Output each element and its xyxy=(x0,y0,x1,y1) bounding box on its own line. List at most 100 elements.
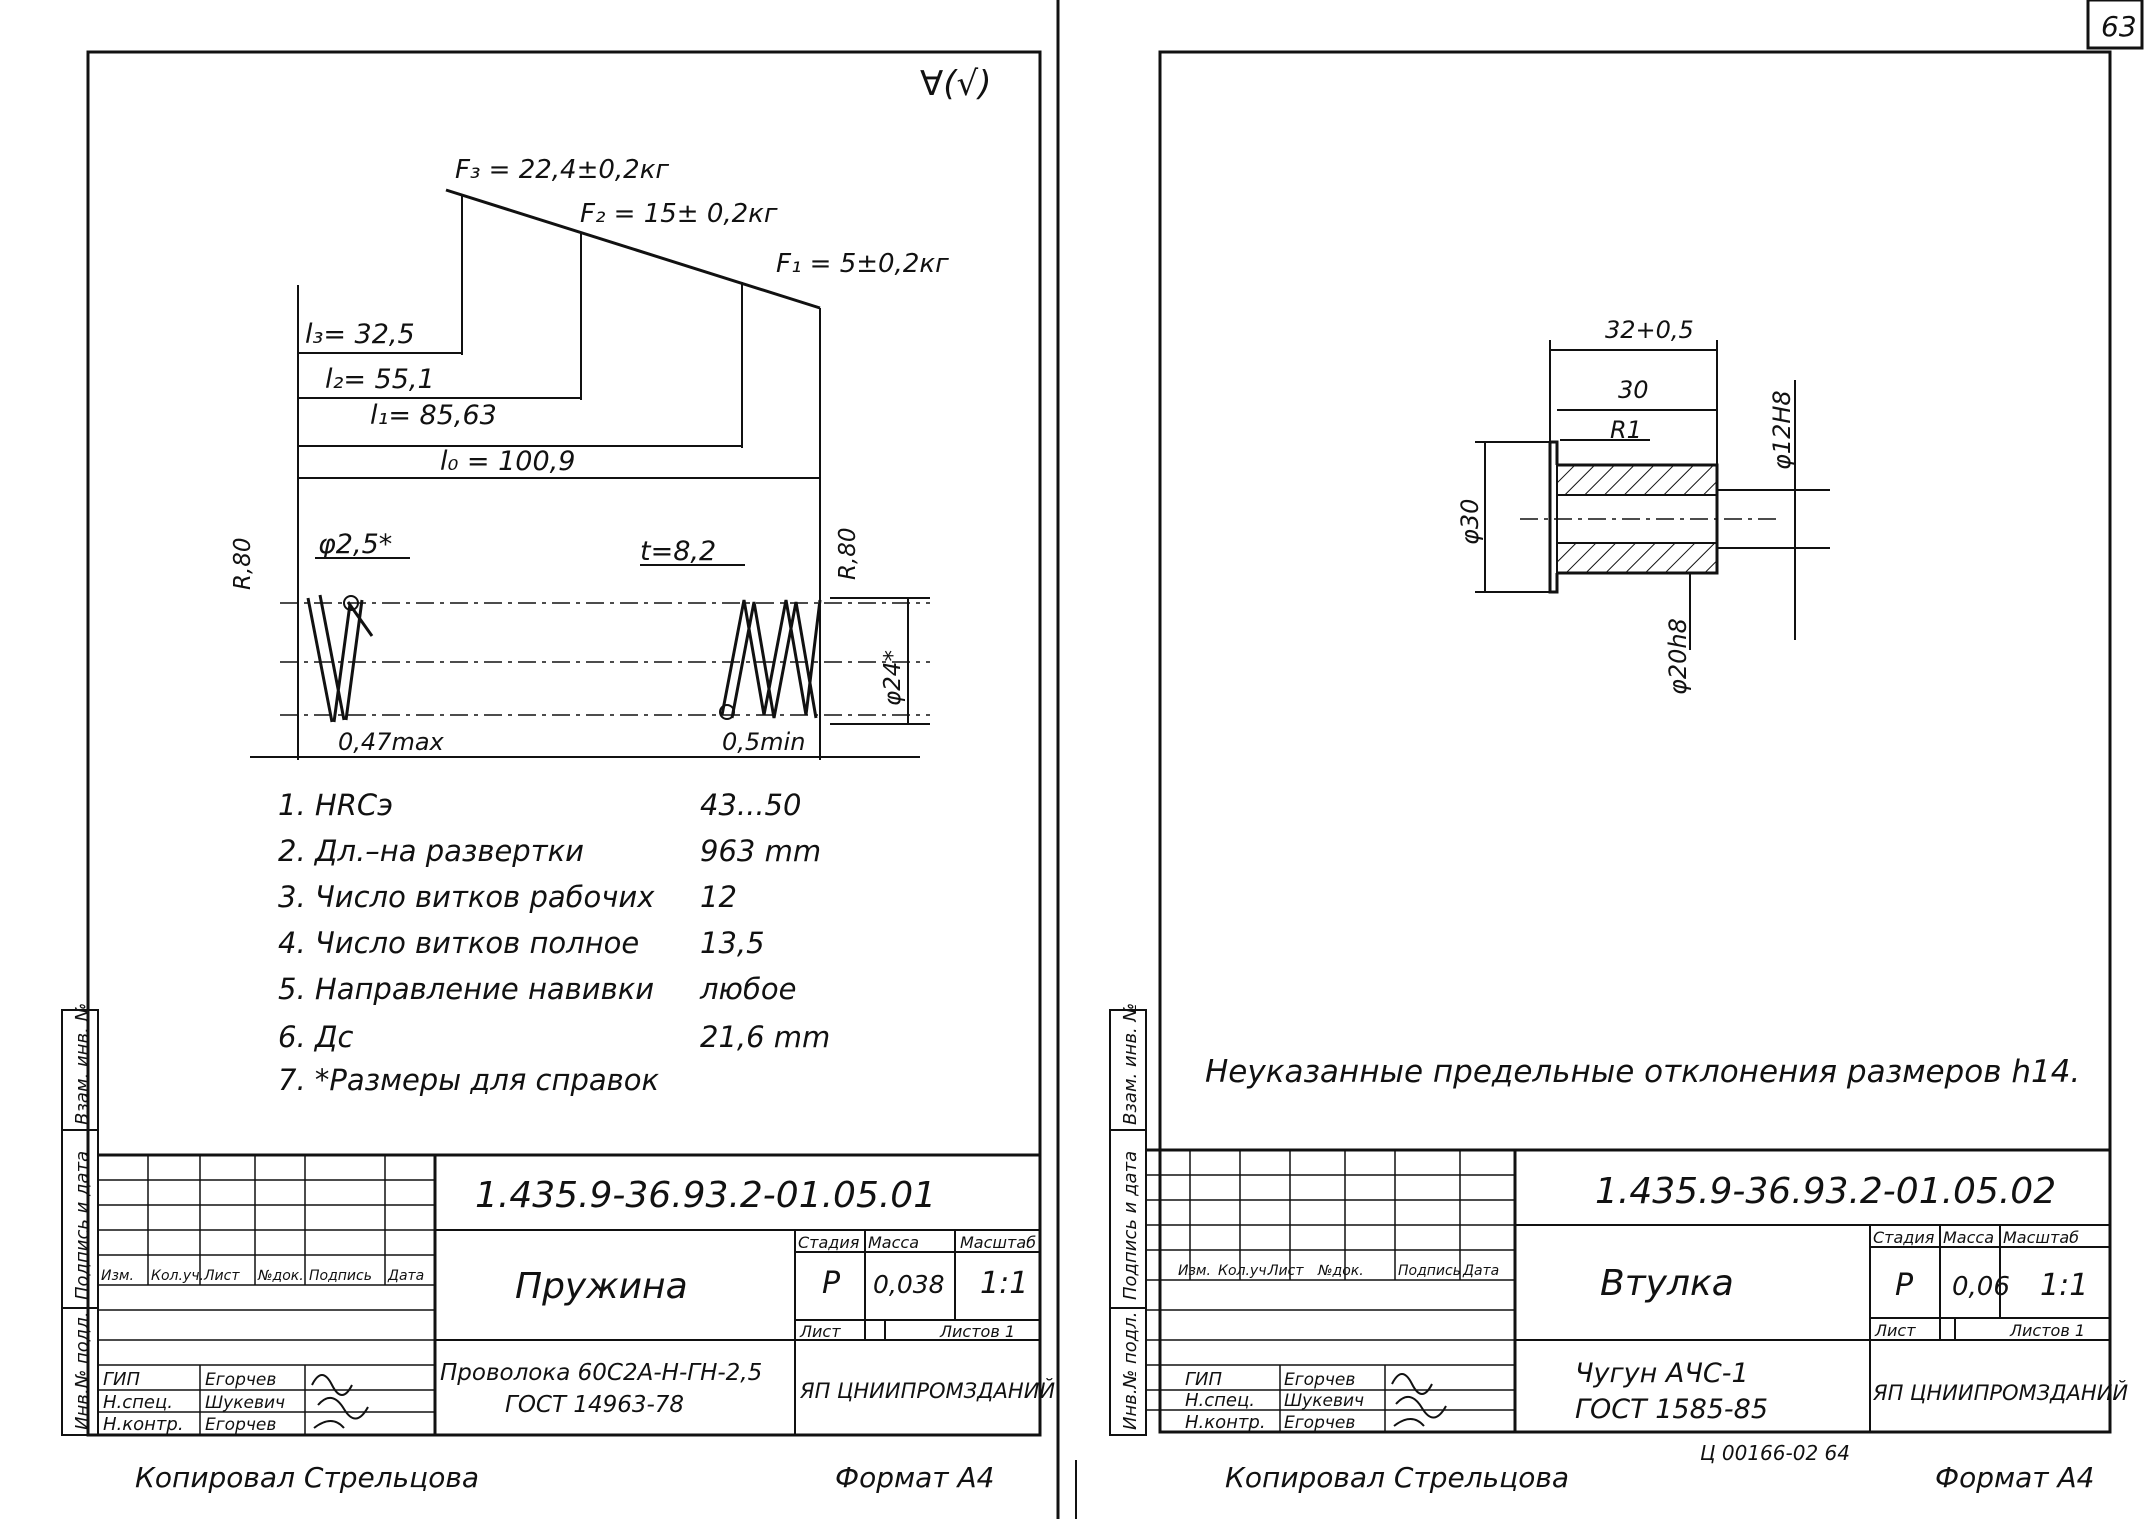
wire-diameter: φ2,5* xyxy=(318,529,392,560)
right-side-stamp: Инв.№ подл. Подпись и дата Взам. инв. № xyxy=(1109,1003,1147,1436)
sheets-label: Листов 1 xyxy=(939,1322,1015,1341)
right-sheet: 32+0,5 30 R1 φ12H8 φ30 φ20h8 Неуказанные… xyxy=(1109,50,2128,1494)
signer-1: Егорчев xyxy=(205,1370,276,1390)
hdr-mass: Масса xyxy=(868,1233,919,1252)
hdr-scale: Масштаб xyxy=(960,1233,1036,1252)
right-frame xyxy=(1158,50,2112,1434)
material-line-1: Чугун АЧС-1 xyxy=(1575,1358,1749,1389)
hdr-scale: Масштаб xyxy=(2003,1228,2079,1247)
sheet-label: Лист xyxy=(1874,1321,1916,1340)
bushing-length-total: 32+0,5 xyxy=(1605,316,1694,344)
bushing-outer-diameter: φ20h8 xyxy=(1664,618,1692,695)
col-header: Кол.уч. xyxy=(151,1268,204,1284)
page-number: 63 xyxy=(2101,10,2137,43)
hdr-mass: Масса xyxy=(1943,1228,1994,1247)
length-l3: l₃= 32,5 xyxy=(305,319,415,350)
stamp-signature-date: Подпись и дата xyxy=(1120,1151,1141,1300)
left-title-block: Изм. Кол.уч. Лист №док. Подпись Дата ГИП… xyxy=(98,1153,1055,1435)
force-f1: F₁ = 5±0,2кг xyxy=(776,249,949,279)
signer-3: Егорчев xyxy=(205,1415,276,1435)
bushing-radius: R1 xyxy=(1610,416,1642,444)
spec-value: 963 mm xyxy=(700,834,821,868)
roughness-symbol: ∀(√) xyxy=(920,64,991,104)
col-header: №док. xyxy=(257,1268,304,1284)
spec-value: 13,5 xyxy=(700,926,765,960)
stamp-vzam-inv: Взам. инв. № xyxy=(72,1003,93,1125)
spec-list: 1. HRCэ 43...50 2. Дл.–на развертки 963 … xyxy=(278,788,830,1097)
stamp-vzam-inv: Взам. инв. № xyxy=(1120,1003,1141,1125)
role-nk: Н.контр. xyxy=(1185,1412,1266,1433)
role-gip: ГИП xyxy=(1185,1369,1222,1390)
gap-right: 0,5min xyxy=(722,728,805,756)
left-frame xyxy=(86,50,1042,1437)
spec-label: 4. Число витков полное xyxy=(278,926,639,960)
bushing-length-inner: 30 xyxy=(1618,376,1649,404)
col-header: Дата xyxy=(387,1268,424,1284)
format-label: Формат А4 xyxy=(835,1461,994,1494)
bushing-flange-diameter: φ30 xyxy=(1456,499,1484,545)
spec-label: 6. Дс xyxy=(278,1020,354,1054)
left-sheet: ∀(√) F₃ = 22,4±0,2кг F₂ = 15± 0,2кг F₁ =… xyxy=(61,50,1055,1494)
signature-marks xyxy=(1391,1373,1447,1427)
sheet-label: Лист xyxy=(799,1322,841,1341)
stamp-signature-date: Подпись и дата xyxy=(72,1151,93,1300)
organization: ЯП ЦНИИПРОМЗДАНИЙ xyxy=(1872,1380,2128,1405)
length-l0: l₀ = 100,9 xyxy=(440,446,575,477)
signature-marks xyxy=(311,1374,369,1429)
spec-label: 7. *Размеры для справок xyxy=(278,1063,659,1097)
signer-2: Шукевич xyxy=(1284,1391,1364,1411)
mass-value: 0,06 xyxy=(1952,1272,2010,1302)
role-gip: ГИП xyxy=(103,1369,140,1390)
col-header: Изм. xyxy=(101,1268,134,1284)
col-header: Дата xyxy=(1462,1263,1499,1279)
organization: ЯП ЦНИИПРОМЗДАНИЙ xyxy=(799,1378,1055,1403)
length-l2: l₂= 55,1 xyxy=(325,364,435,395)
bushing-drawing xyxy=(1475,340,1830,650)
bushing-bore-diameter: φ12H8 xyxy=(1768,390,1796,470)
col-header: Лист xyxy=(1267,1263,1304,1279)
force-f2: F₂ = 15± 0,2кг xyxy=(580,199,778,229)
role-spec: Н.спец. xyxy=(103,1392,173,1413)
stamp-inv-podl: Инв.№ подл. xyxy=(1120,1312,1141,1430)
copied-by: Копировал Стрельцова xyxy=(135,1461,479,1494)
force-line xyxy=(445,188,821,310)
mass-value: 0,038 xyxy=(873,1270,945,1299)
scale-value: 1:1 xyxy=(2040,1268,2088,1303)
spec-label: 5. Направление навивки xyxy=(278,972,654,1006)
pitch: t=8,2 xyxy=(640,536,716,567)
copied-by: Копировал Стрельцова xyxy=(1225,1461,1569,1494)
outer-diameter: φ24* xyxy=(880,650,906,706)
part-name: Втулка xyxy=(1600,1263,1734,1304)
spec-label: 1. HRCэ xyxy=(278,788,393,822)
spec-value: 21,6 mm xyxy=(700,1020,830,1054)
left-side-stamp: Инв.№ подл. Подпись и дата Взам. инв. № xyxy=(61,1003,99,1436)
material-line-2: ГОСТ 14963-78 xyxy=(505,1392,684,1418)
col-header: Изм. xyxy=(1178,1263,1211,1279)
role-nk: Н.контр. xyxy=(103,1414,184,1435)
stage-value: Р xyxy=(1895,1268,1914,1303)
scale-value: 1:1 xyxy=(980,1266,1028,1301)
format-label: Формат А4 xyxy=(1935,1461,2094,1494)
part-name: Пружина xyxy=(515,1266,688,1307)
right-title-block: Изм. Кол.уч. Лист №док. Подпись Дата ГИП… xyxy=(1146,1148,2128,1433)
spring-drawing xyxy=(250,478,930,760)
role-spec: Н.спец. xyxy=(1185,1390,1255,1411)
hdr-stage: Стадия xyxy=(1873,1228,1935,1247)
sheets-label: Листов 1 xyxy=(2009,1321,2085,1340)
radius-left: R,80 xyxy=(230,537,256,590)
spec-label: 2. Дл.–на развертки xyxy=(278,834,584,868)
material-line-1: Проволока 60С2А-Н-ГН-2,5 xyxy=(440,1360,762,1386)
col-header: Лист xyxy=(203,1268,240,1284)
col-header: Кол.уч. xyxy=(1218,1263,1271,1279)
doc-code: 1.435.9-36.93.2-01.05.02 xyxy=(1595,1171,2056,1212)
spec-value: любое xyxy=(699,972,796,1006)
doc-code: 1.435.9-36.93.2-01.05.01 xyxy=(475,1175,936,1216)
gap-left: 0,47max xyxy=(338,728,445,756)
signer-3: Егорчев xyxy=(1284,1413,1355,1433)
spec-label: 3. Число витков рабочих xyxy=(278,880,655,914)
archive-ref: Ц 00166-02 64 xyxy=(1700,1441,1850,1465)
spec-value: 12 xyxy=(700,880,737,914)
force-f3: F₃ = 22,4±0,2кг xyxy=(455,155,669,185)
stage-value: Р xyxy=(822,1266,841,1301)
